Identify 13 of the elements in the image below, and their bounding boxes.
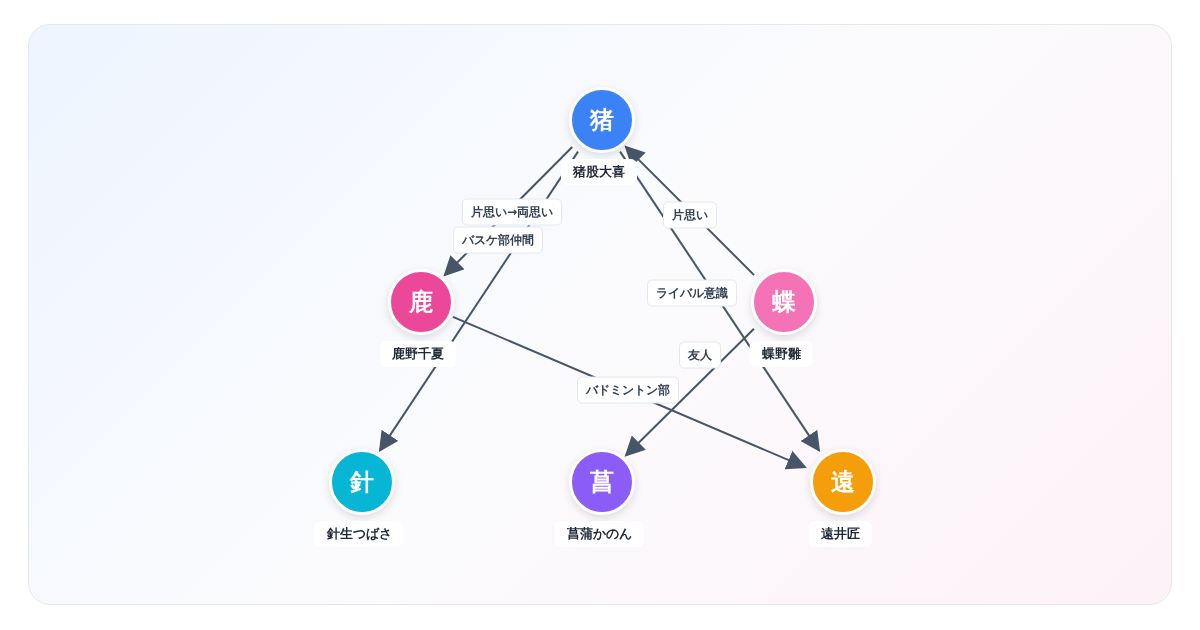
name-label: 蝶野雛 — [749, 341, 813, 367]
edge-label: ライバル意識 — [647, 279, 737, 307]
name-label: 遠井匠 — [808, 521, 872, 547]
edge-label: バスケ部仲間 — [453, 226, 543, 254]
edge-label: 片思い — [663, 201, 717, 229]
arrow — [624, 327, 755, 457]
name-label: 猪股大喜 — [561, 159, 637, 185]
name-label: 針生つばさ — [314, 521, 404, 547]
edge-label: バドミントン部 — [577, 376, 679, 404]
name-label: 菖蒲かのん — [554, 521, 644, 547]
edge-label: 友人 — [679, 341, 721, 369]
edge-label: 片思い→両思い — [461, 198, 563, 226]
name-label: 鹿野千夏 — [380, 341, 456, 367]
